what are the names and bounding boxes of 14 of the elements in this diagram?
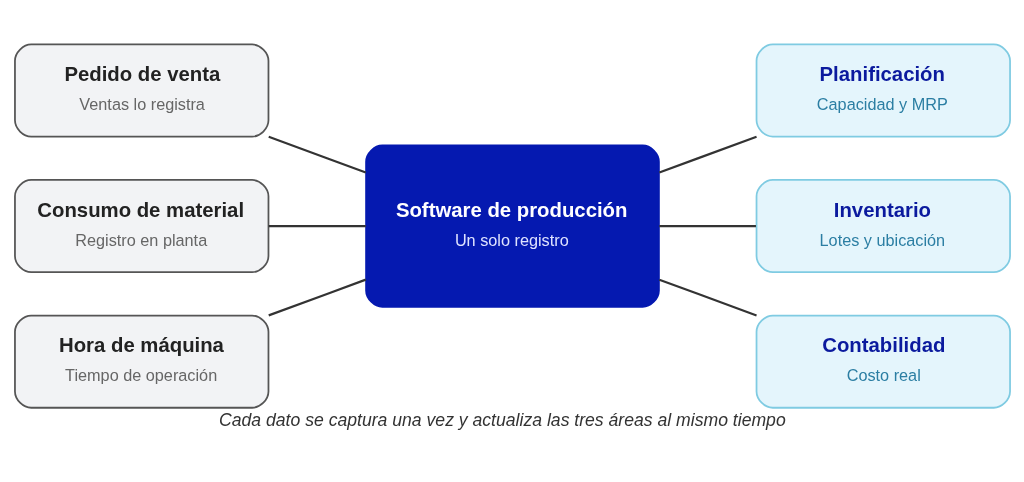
node-box: Inventario Lotes y ubicación	[755, 179, 1011, 274]
connector	[267, 135, 366, 174]
connector	[267, 278, 366, 317]
connector	[658, 225, 756, 228]
node-box: Pedido de venta Ventas lo registra	[13, 43, 269, 138]
node-box: Consumo de material Registro en planta	[13, 179, 269, 274]
node-box: Planificación Capacidad y MRP	[755, 43, 1011, 138]
node-box: Contabilidad Costo real	[755, 314, 1011, 409]
caption: Cada dato se captura una vez y actualiza las tres áreas al mismo tiempo	[218, 409, 786, 430]
connector	[658, 278, 757, 317]
connector	[268, 225, 366, 228]
node-box: Hora de máquina Tiempo de operación	[13, 314, 269, 409]
connector	[658, 135, 757, 174]
node-box: Software de producción Un solo registro	[364, 144, 660, 308]
